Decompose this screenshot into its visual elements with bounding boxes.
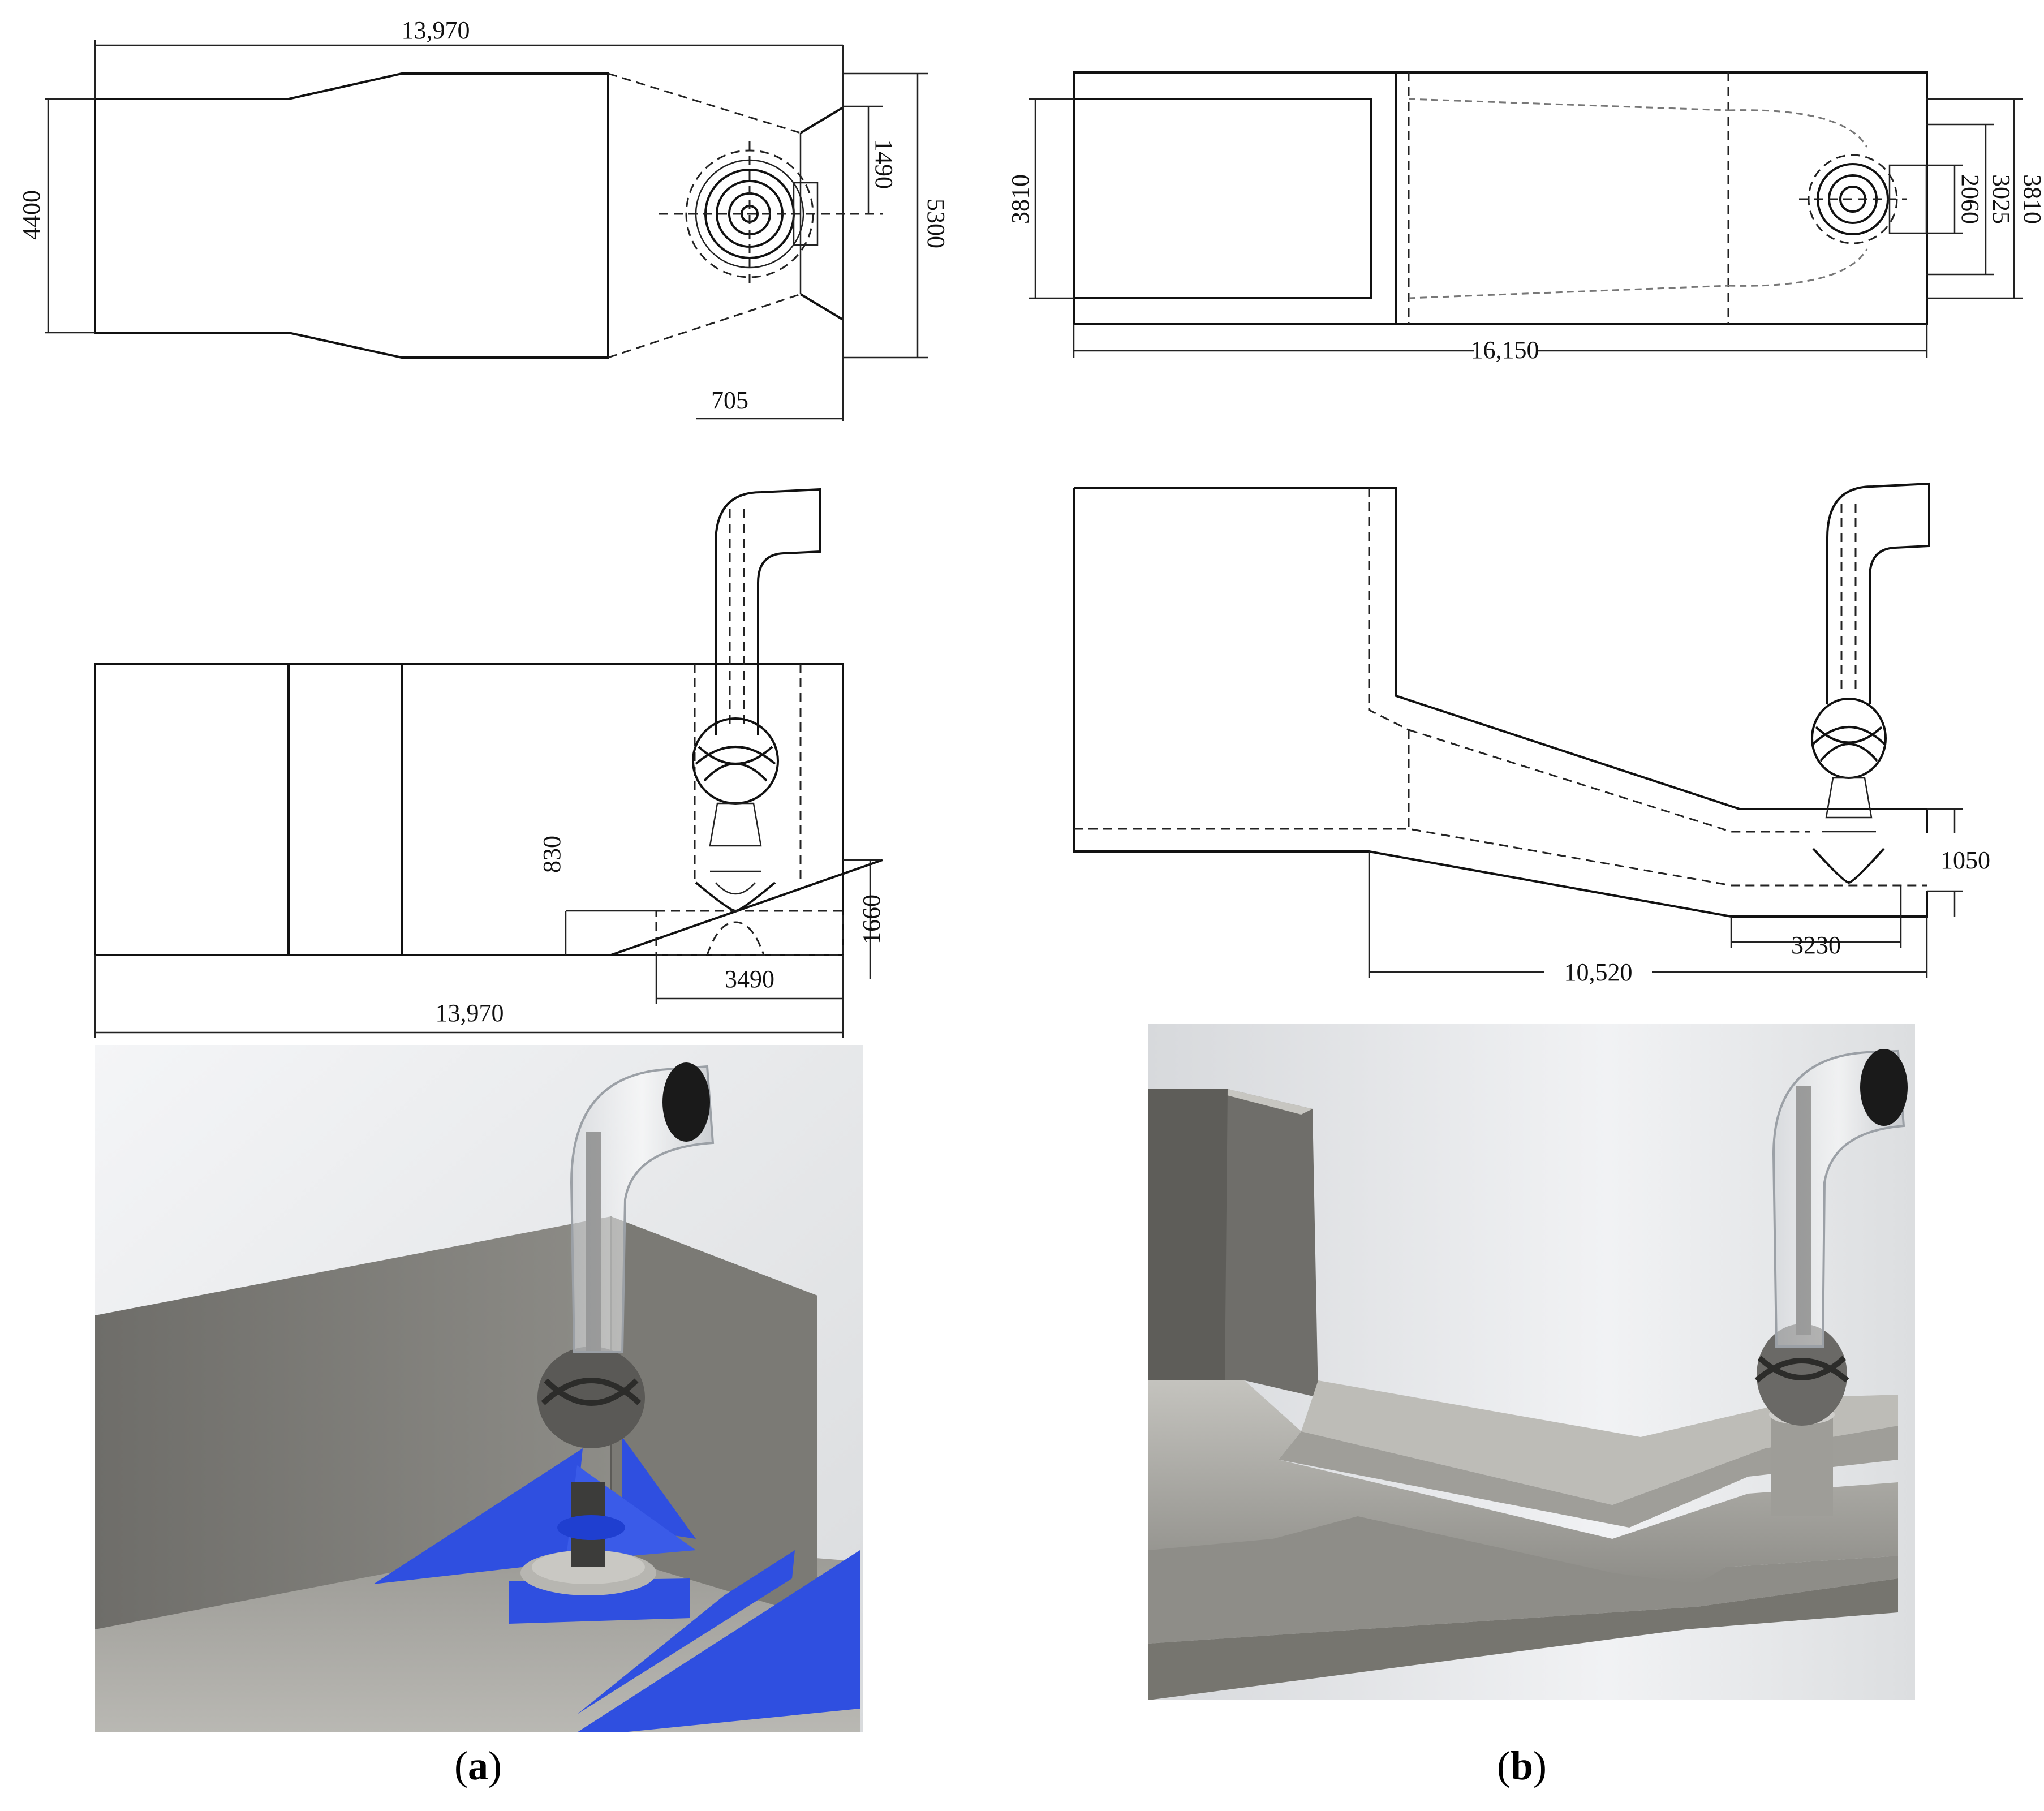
dim-a-top-length: 13,970 <box>402 16 470 44</box>
pump-impeller-icon <box>1808 154 1927 244</box>
pipe-outlet <box>1860 1049 1908 1126</box>
dim-b-side-ramp: 10,520 <box>1564 958 1633 986</box>
pipe-outlet <box>662 1062 710 1142</box>
dim-a-top-offset: 1490 <box>870 139 898 189</box>
panel-b-render <box>1148 1024 1915 1700</box>
dim-a-side-bell: 830 <box>538 836 566 873</box>
dim-a-top-clearance: 705 <box>711 386 748 414</box>
dim-a-top-outlet-width: 5300 <box>922 199 950 248</box>
dim-a-side-sump: 3490 <box>725 965 774 993</box>
panel-a-top-view: 13,970 4400 1490 5300 705 <box>18 16 950 421</box>
caption-a: (a) <box>454 1743 502 1788</box>
dim-b-top-bellmouth: 2060 <box>1956 174 1984 224</box>
pump-impeller-icon <box>1811 698 1887 884</box>
dim-a-top-inlet-width: 4400 <box>18 190 45 240</box>
dim-b-side-sump: 3230 <box>1791 931 1841 959</box>
panel-a-render <box>95 1045 863 1732</box>
dim-b-side-step: 1050 <box>1940 846 1990 874</box>
dim-b-top-length: 16,150 <box>1471 336 1539 364</box>
panel-b-top-view: 3810 2060 3025 3810 16,150 <box>1006 71 2044 365</box>
dim-b-top-inlet-width: 3810 <box>1006 174 1034 224</box>
panel-a-side-view: 830 1660 3490 13,970 <box>94 488 885 1038</box>
dim-a-side-length: 13,970 <box>436 999 504 1027</box>
caption-b: (b) <box>1497 1743 1547 1788</box>
panel-b-side-view: 1050 3230 10,520 <box>1073 482 1990 986</box>
dim-b-top-outlet: 3025 <box>1987 174 2015 224</box>
intake-pipe-icon <box>1826 482 1930 704</box>
intake-pipe-icon <box>715 488 821 735</box>
dim-a-side-floor: 1660 <box>858 894 885 944</box>
dim-b-top-outer: 3810 <box>2019 174 2044 224</box>
pump-impeller-icon <box>692 717 779 913</box>
